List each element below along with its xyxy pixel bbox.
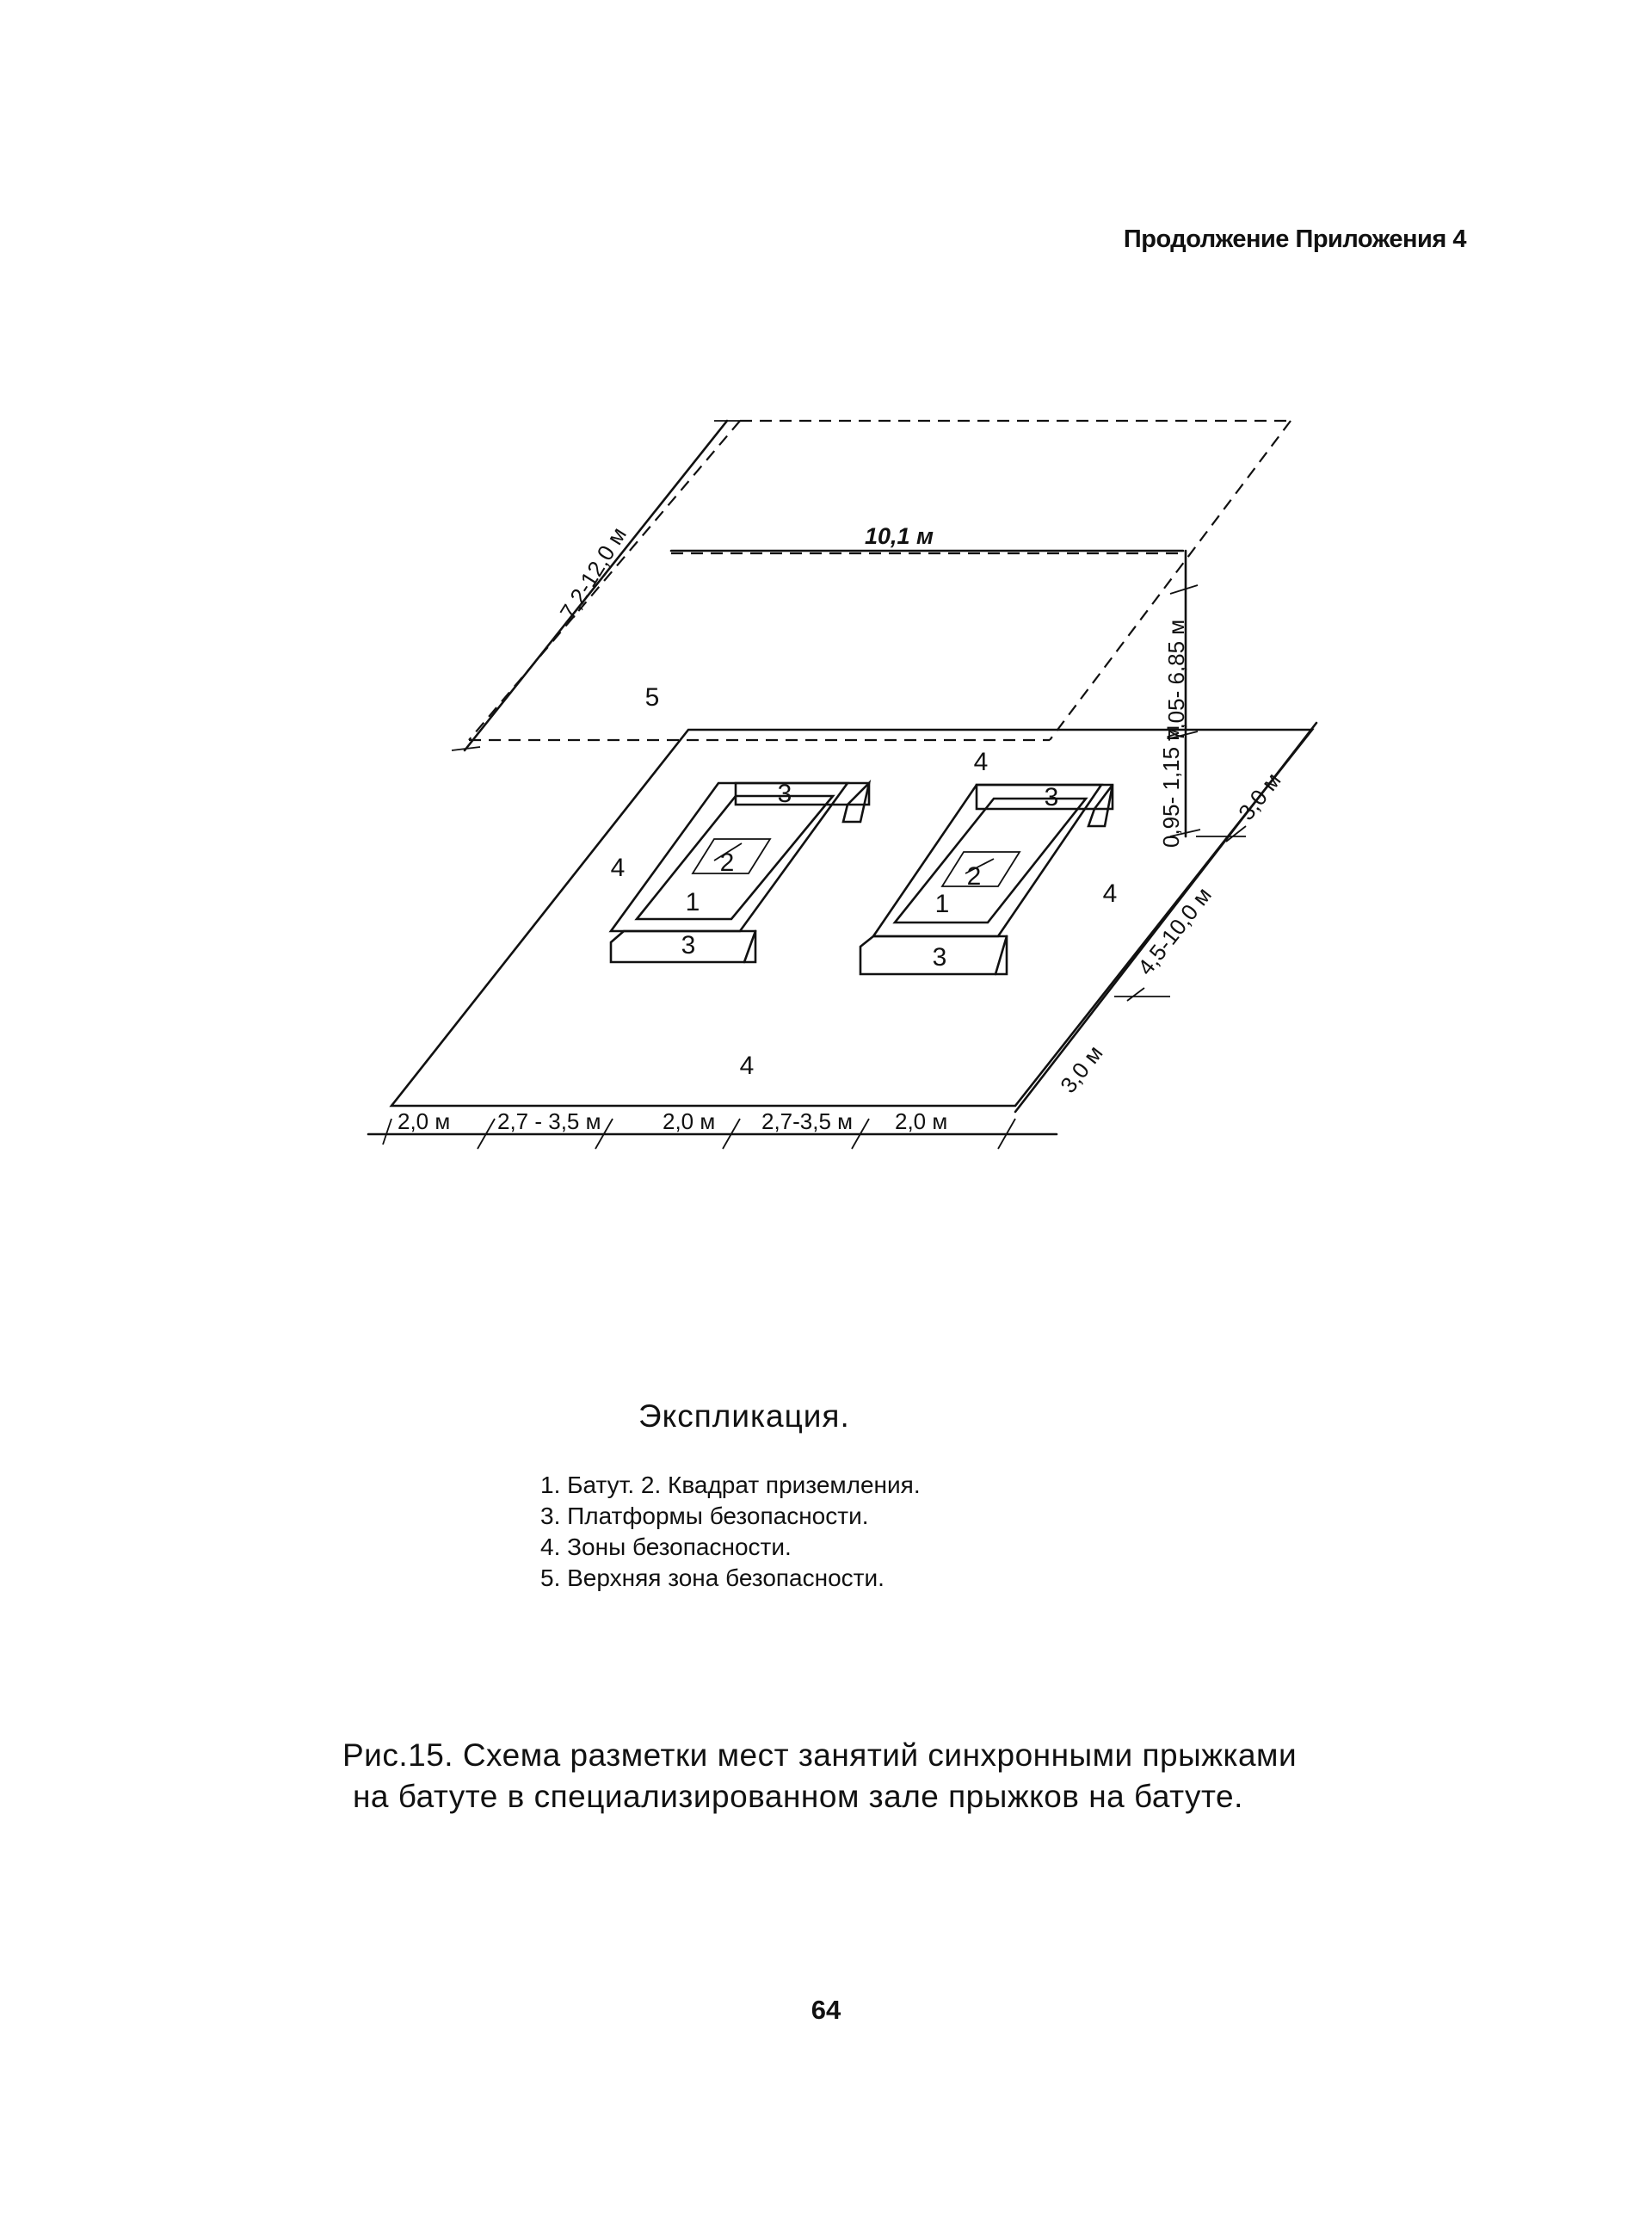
dim-height-upper: 7,05- 6,85 м <box>1163 620 1189 742</box>
zone-label-3-left-bottom: 3 <box>681 931 696 960</box>
zone-label-4-top: 4 <box>974 748 989 776</box>
floor-outline <box>389 728 1315 1108</box>
explication-list: 1. Батут. 2. Квадрат приземления. 3. Пла… <box>540 1470 921 1594</box>
zone-label-2-right: 2 <box>967 862 982 891</box>
trampoline-left <box>608 779 872 964</box>
trampoline-right <box>859 783 1114 976</box>
dim-bottom-2: 2,7 - 3,5 м <box>497 1108 601 1134</box>
caption-line-1: Рис.15. Схема разметки мест занятий синх… <box>342 1737 1298 1773</box>
dim-bottom-3: 2,0 м <box>663 1108 715 1134</box>
caption-line-2: на батуте в специализированном зале прыж… <box>353 1779 1243 1814</box>
page-header: Продолжение Приложения 4 <box>1123 225 1467 253</box>
dim-top-width: 10,1 м <box>865 523 934 549</box>
figure-caption: Рис.15. Схема разметки мест занятий синх… <box>342 1735 1297 1817</box>
zone-label-3-right-top: 3 <box>1045 783 1059 811</box>
zone-label-3-left-top: 3 <box>778 780 792 808</box>
upper-safety-zone <box>468 419 1291 742</box>
zone-label-4-left: 4 <box>611 854 626 882</box>
zone-label-1-right: 1 <box>935 890 950 918</box>
dim-bottom-4: 2,7-3,5 м <box>761 1108 853 1134</box>
zone-label-1-left: 1 <box>686 888 700 916</box>
height-dimension <box>1169 549 1201 838</box>
zone-label-3-right-bottom: 3 <box>933 943 947 972</box>
explication-item: 3. Платформы безопасности. <box>540 1503 869 1529</box>
zone-label-5: 5 <box>645 683 660 712</box>
dim-right-front: 3,0 м <box>1233 768 1285 825</box>
explication-title: Экспликация. <box>638 1398 850 1434</box>
zone-label-4-bottom: 4 <box>740 1052 755 1080</box>
trampoline-layout-diagram: 5 4 4 4 4 3 3 3 3 2 2 1 1 10,1 м 7,2-12,… <box>367 419 1318 1150</box>
dim-bottom-5: 2,0 м <box>895 1108 947 1134</box>
bottom-dimension <box>367 1118 1058 1150</box>
zone-label-2-left: 2 <box>720 848 735 877</box>
explication-item: 4. Зоны безопасности. <box>540 1533 792 1560</box>
dim-height-lower: 0,95- 1,15 м <box>1158 725 1184 848</box>
right-edge-dimension <box>1014 721 1318 1114</box>
zone-label-4-right: 4 <box>1103 879 1118 908</box>
dim-right-middle: 4,5-10,0 м <box>1132 882 1217 979</box>
explication-item: 1. Батут. 2. Квадрат приземления. <box>540 1472 921 1498</box>
dim-left-depth: 7,2-12,0 м <box>555 522 632 624</box>
page-number: 64 <box>811 1995 841 2025</box>
dim-bottom-1: 2,0 м <box>398 1108 450 1134</box>
explication-item: 5. Верхняя зона безопасности. <box>540 1564 885 1591</box>
left-depth-dimension <box>451 419 742 752</box>
